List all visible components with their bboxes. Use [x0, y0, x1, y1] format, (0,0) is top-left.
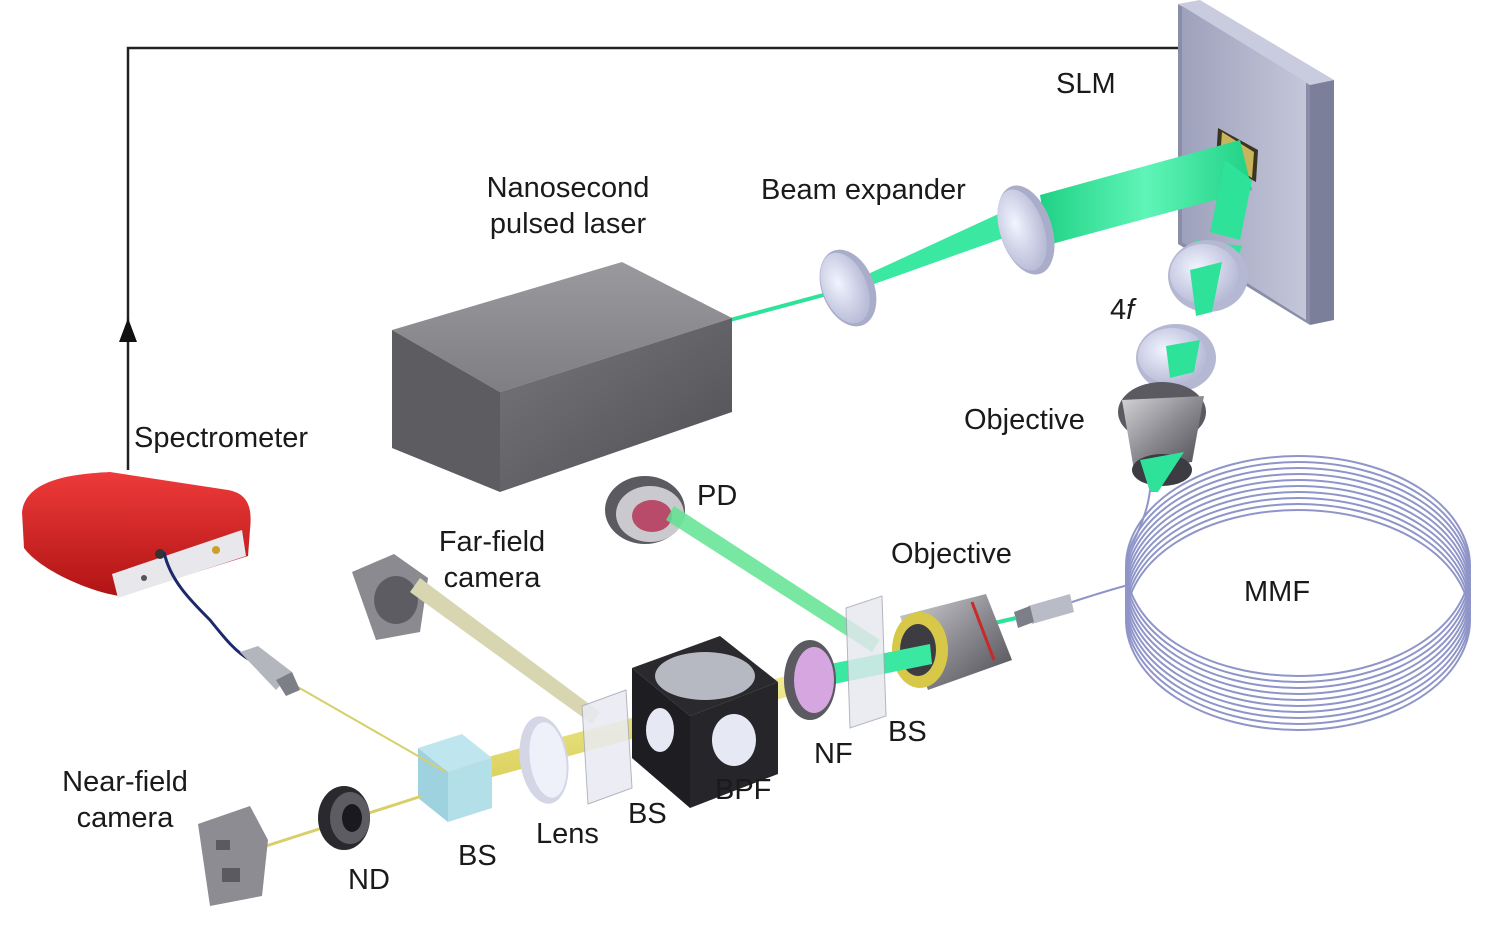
label-beam-expander: Beam expander	[761, 174, 966, 206]
label-objective-mid: Objective	[891, 538, 1012, 570]
spectrometer-fiber-cable	[162, 551, 251, 662]
label-four-f-symbol: f	[1126, 294, 1135, 326]
notch-filter	[784, 640, 836, 720]
label-four-f-num: 4	[1110, 294, 1127, 326]
label-spectrometer: Spectrometer	[134, 422, 309, 454]
label-bs-right: BS	[888, 716, 927, 748]
four-f-lens-upper	[1168, 240, 1248, 316]
far-field-camera	[352, 554, 428, 640]
nanosecond-laser	[392, 262, 732, 492]
label-lens: Lens	[536, 818, 599, 850]
spectrometer	[22, 472, 251, 598]
label-objective-top: Objective	[964, 404, 1085, 436]
label-near-field-line2: camera	[76, 802, 174, 835]
beam-splitter-right	[845, 595, 887, 729]
objective-mid	[892, 594, 1012, 690]
label-slm: SLM	[1056, 68, 1116, 100]
label-laser-line2: pulsed laser	[489, 208, 647, 241]
label-far-field-camera: Far-field camera	[428, 524, 556, 597]
label-near-field-line1: Near-field	[62, 766, 188, 798]
fiber-connector-right	[989, 594, 1074, 628]
beam-splitter-mid	[581, 689, 633, 805]
four-f-lens-lower	[1136, 324, 1216, 392]
label-bs-left: BS	[458, 840, 497, 872]
photodetector	[605, 476, 685, 544]
bandpass-filter-cube	[632, 636, 778, 808]
objective-upper	[1118, 382, 1206, 492]
fiber-connector-left	[240, 646, 300, 696]
nd-filter	[318, 786, 370, 850]
label-bs-mid: BS	[628, 798, 667, 830]
near-field-camera	[198, 806, 268, 906]
label-nf: NF	[814, 738, 853, 770]
label-bpf: BPF	[715, 774, 772, 806]
mmf-fiber-coil	[1065, 455, 1471, 731]
beam-expander-lens-2	[997, 185, 1055, 275]
beam-to-spectrometer-fiber	[295, 685, 447, 773]
focusing-lens	[519, 716, 569, 804]
beam-expander-lens-1	[819, 249, 877, 327]
label-laser-line1: Nanosecond	[486, 172, 650, 204]
feedback-arrow	[119, 318, 137, 342]
label-far-field-line2: camera	[443, 562, 541, 595]
label-four-f: 4f	[1110, 292, 1134, 328]
beam-to-far-field	[410, 578, 600, 724]
green-beam-to-pd	[666, 506, 880, 652]
green-beam-laser	[729, 204, 1026, 322]
label-near-field-camera: Near-field camera	[50, 764, 200, 837]
label-mmf: MMF	[1244, 576, 1311, 608]
beam-splitter-cube-left	[418, 734, 492, 822]
label-far-field-line1: Far-field	[438, 526, 546, 558]
label-pd: PD	[697, 480, 738, 512]
label-laser: Nanosecond pulsed laser	[474, 170, 662, 243]
label-nd: ND	[348, 864, 390, 896]
